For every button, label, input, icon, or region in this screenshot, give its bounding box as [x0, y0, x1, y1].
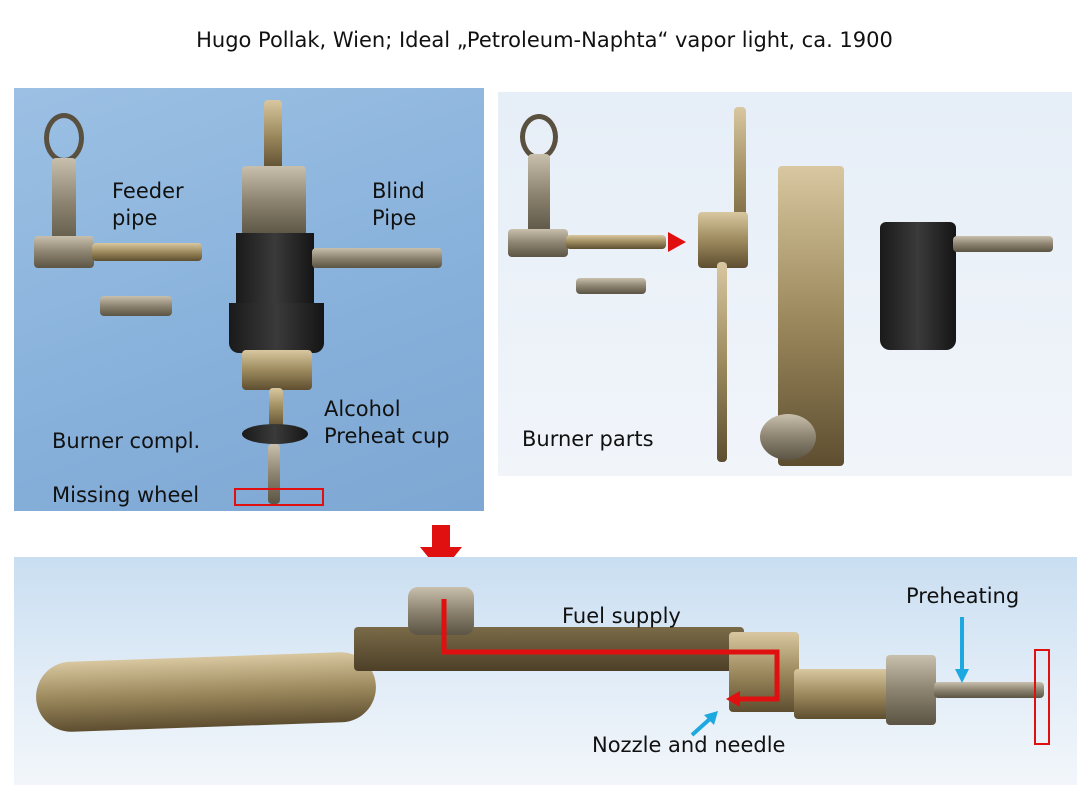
fuel-supply-photo: Fuel supply Preheating Nozzle and needle — [14, 557, 1077, 785]
nozzle-arrow — [690, 715, 714, 737]
sleeve — [576, 278, 646, 294]
thread — [886, 655, 936, 725]
gallery — [242, 350, 312, 390]
black-skirt — [880, 222, 956, 350]
burner-complete-photo: Feeder pipe Blind Pipe Alcohol Preheat c… — [14, 88, 484, 511]
label-burner-parts: Burner parts — [522, 427, 654, 451]
label-preheating: Preheating — [906, 584, 1020, 608]
top-rod — [264, 100, 282, 170]
preheating-tube — [934, 682, 1044, 698]
preheating-marker — [1034, 649, 1050, 745]
needle-rod — [717, 262, 727, 462]
valve-body — [34, 236, 94, 268]
valve-handwheel — [44, 113, 84, 163]
label-nozzle-needle: Nozzle and needle — [592, 733, 786, 757]
cylinder-top — [242, 166, 306, 236]
block — [698, 212, 748, 268]
brass-body — [794, 669, 894, 719]
sleeve — [100, 296, 172, 316]
label-alcohol-cup: Alcohol Preheat cup — [324, 397, 450, 449]
label-missing-wheel: Missing wheel — [52, 483, 200, 507]
valve-stem — [528, 154, 550, 234]
needle-stem — [269, 388, 283, 428]
preheat-cup — [760, 414, 816, 460]
slide-title: Hugo Pollak, Wien; Ideal „Petroleum-Naph… — [196, 28, 893, 52]
red-arrow-right — [668, 232, 686, 252]
label-fuel-supply: Fuel supply — [562, 604, 681, 628]
skirt — [229, 303, 324, 353]
fuel-path-annotations — [441, 599, 969, 737]
missing-wheel-marker — [234, 488, 324, 506]
label-feeder-pipe: Feeder pipe — [112, 179, 184, 231]
blind-pipe — [312, 248, 442, 268]
preheat-cup — [242, 424, 308, 444]
feeder-pipe — [92, 243, 202, 261]
valve-stem — [52, 158, 76, 248]
feeder-pipe — [566, 235, 666, 249]
burner-parts-photo: Burner parts — [498, 92, 1072, 476]
valve-body — [508, 229, 568, 257]
blind-pipe — [953, 236, 1053, 252]
label-burner-complete: Burner compl. — [52, 429, 201, 453]
red-arrow-down — [420, 525, 462, 573]
label-blind-pipe: Blind Pipe — [372, 179, 425, 231]
fuel-path-line — [441, 599, 780, 702]
burner-body — [236, 233, 314, 303]
fuel-path-arrowhead — [726, 691, 740, 707]
top-cap — [408, 587, 474, 635]
